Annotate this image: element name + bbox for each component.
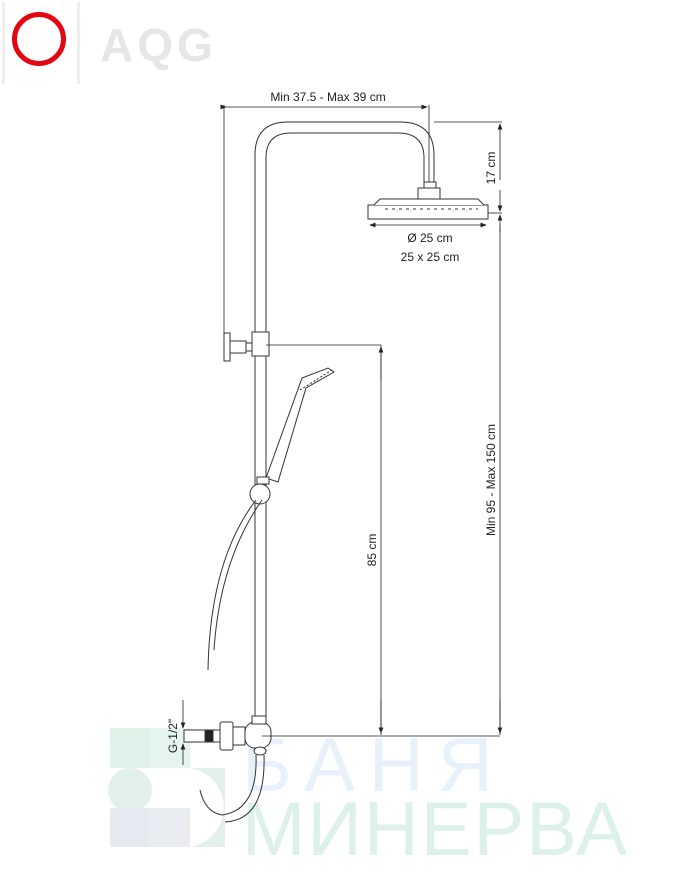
slider-height-label: 85 cm bbox=[365, 534, 379, 567]
head-square-label: 25 x 25 cm bbox=[401, 250, 460, 264]
head-drop-label: 17 cm bbox=[484, 152, 498, 185]
hose bbox=[207, 499, 257, 671]
inlet-label: G-1/2" bbox=[166, 719, 180, 753]
logo-ring-icon bbox=[12, 12, 66, 66]
head-round-label: Ø 25 cm bbox=[407, 231, 452, 245]
total-height-label: Min 95 - Max 150 cm bbox=[484, 424, 498, 536]
slider-knob bbox=[249, 483, 271, 505]
watermark-shapes bbox=[108, 728, 225, 847]
shower-diagram: Min 37.5 - Max 39 cm 17 cm Ø 25 cm 25 x … bbox=[166, 90, 503, 823]
riser-pipe bbox=[254, 121, 435, 735]
wall-bracket bbox=[223, 332, 231, 362]
hand-shower bbox=[265, 367, 335, 483]
shower-head bbox=[367, 204, 489, 220]
logo-text: AQG bbox=[100, 19, 217, 71]
arm-reach-label: Min 37.5 - Max 39 cm bbox=[270, 90, 385, 104]
mixer-body bbox=[244, 721, 272, 749]
slider-clamp bbox=[251, 331, 270, 357]
logo-frame bbox=[2, 2, 80, 84]
watermark-line1: БАНЯ bbox=[242, 723, 507, 808]
